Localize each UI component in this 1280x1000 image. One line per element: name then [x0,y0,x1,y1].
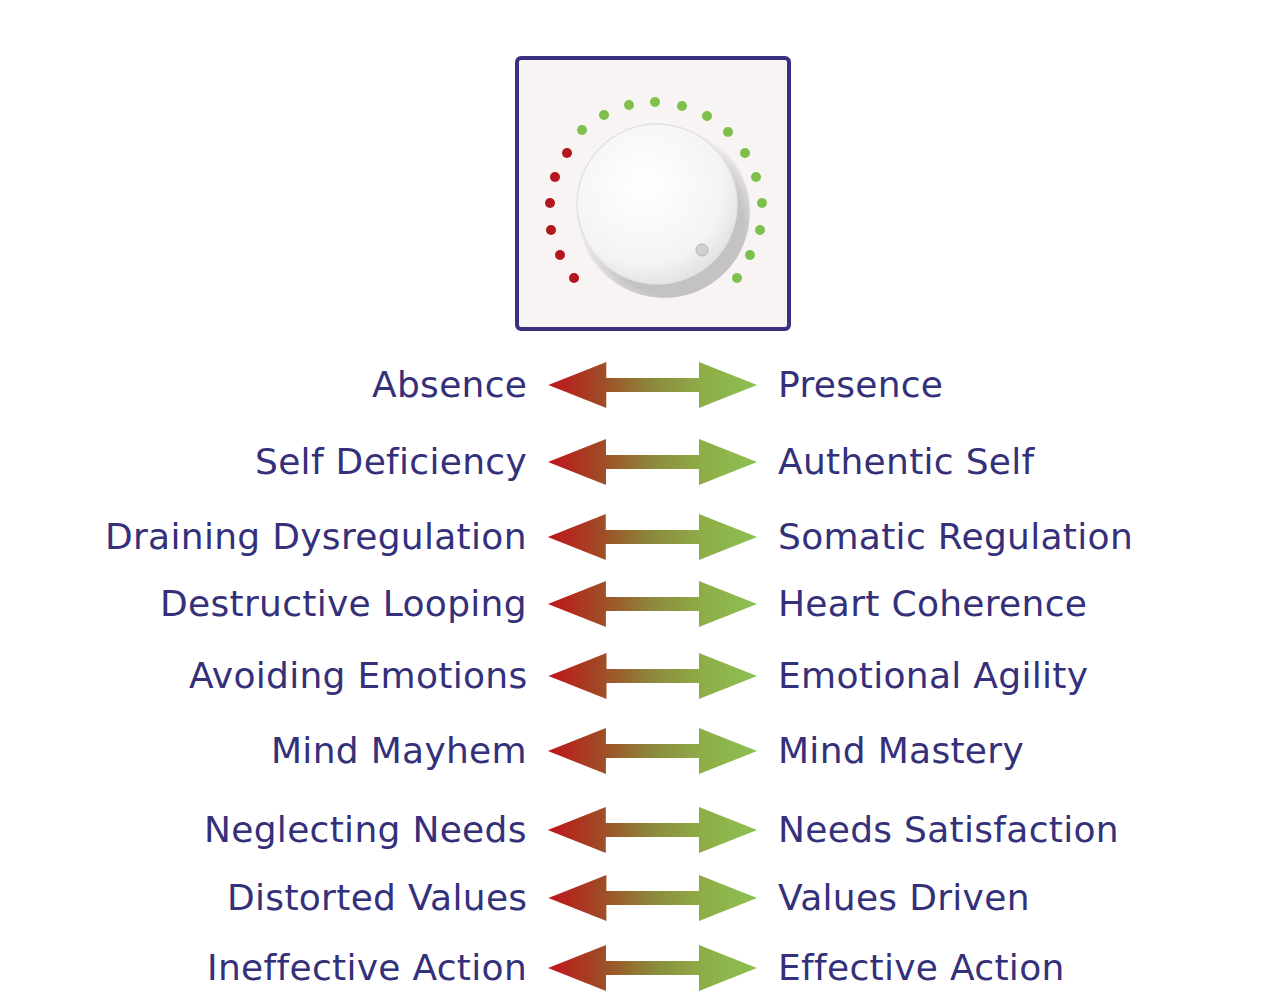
term-node: Authentic Self [778,440,1035,484]
term-label: Draining Dysregulation [105,515,527,559]
term-label: Presence [778,363,943,407]
term-label: Emotional Agility [778,654,1088,698]
term-node: Mind Mastery [778,729,1024,773]
double-arrow [548,945,757,991]
term-node: Draining Dysregulation [105,515,527,559]
term-label: Distorted Values [227,876,527,920]
double-arrow [548,514,757,560]
term-node: Neglecting Needs [204,808,527,852]
term-label: Values Driven [778,876,1030,920]
term-label: Effective Action [778,946,1065,990]
term-label: Heart Coherence [778,582,1087,626]
term-node: Presence [778,363,943,407]
knob-frame [517,58,789,329]
term-node: Avoiding Emotions [189,654,527,698]
knob-face [577,124,737,284]
double-arrow [549,653,758,699]
term-label: Authentic Self [778,440,1035,484]
double-arrow [548,439,757,485]
term-node: Self Deficiency [255,440,527,484]
term-label: Self Deficiency [255,440,527,484]
term-label: Absence [372,363,527,407]
term-node: Effective Action [778,946,1065,990]
term-node: Needs Satisfaction [778,808,1119,852]
double-arrow [548,362,757,408]
volume-knob-illustration [0,0,1280,340]
term-label: Somatic Regulation [778,515,1133,559]
knob-indicator [696,244,708,256]
term-label: Neglecting Needs [204,808,527,852]
double-arrow [548,807,757,853]
term-label: Ineffective Action [207,946,527,990]
term-node: Heart Coherence [778,582,1087,626]
double-arrow [548,875,757,921]
term-node: Emotional Agility [778,654,1088,698]
term-node: Ineffective Action [207,946,527,990]
double-arrow [548,581,757,627]
term-node: Somatic Regulation [778,515,1133,559]
term-label: Avoiding Emotions [189,654,527,698]
term-label: Mind Mayhem [271,729,527,773]
term-node: Values Driven [778,876,1030,920]
term-label: Destructive Looping [160,582,527,626]
term-node: Mind Mayhem [271,729,527,773]
term-node: Absence [372,363,527,407]
double-arrow [548,728,757,774]
term-node: Destructive Looping [160,582,527,626]
term-node: Distorted Values [227,876,527,920]
term-label: Mind Mastery [778,729,1024,773]
term-label: Needs Satisfaction [778,808,1119,852]
